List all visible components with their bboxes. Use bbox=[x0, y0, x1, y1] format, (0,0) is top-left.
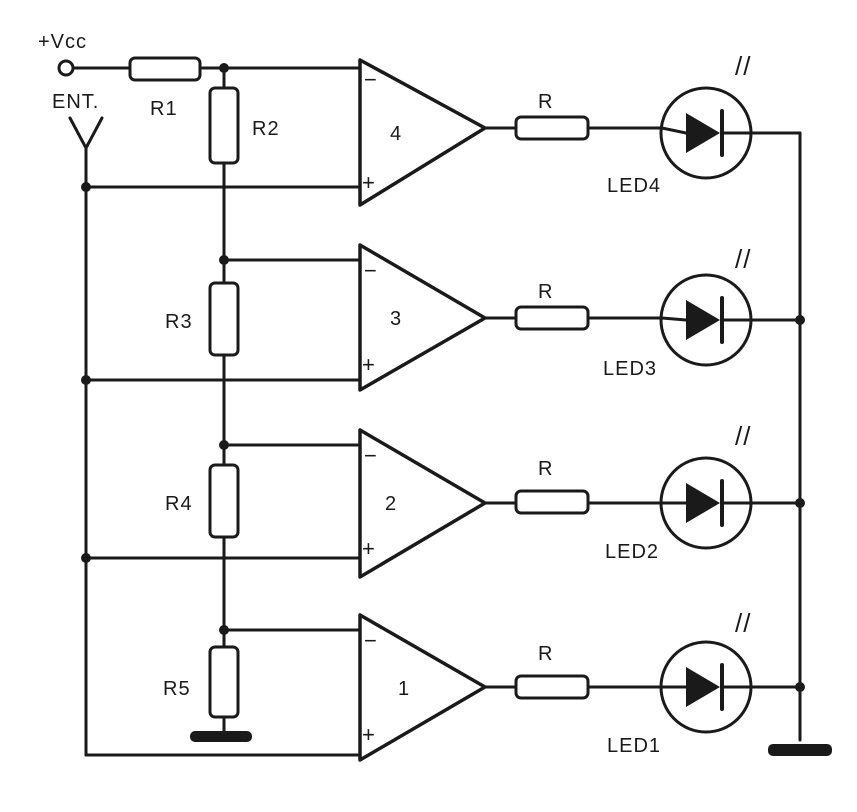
ground-symbol-left bbox=[190, 731, 252, 742]
resistor-r-2 bbox=[514, 489, 590, 515]
stage-1: − + 1 R // LED1 bbox=[84, 608, 805, 762]
op-amp-3-minus: − bbox=[364, 258, 377, 283]
op-amp-1-plus: + bbox=[362, 722, 375, 747]
op-amp-2-label: 2 bbox=[385, 493, 396, 515]
op-amp-4-plus: + bbox=[362, 170, 375, 195]
led-1-label: LED1 bbox=[607, 735, 661, 757]
divider-ladder: R2 R3 R4 R5 bbox=[163, 63, 280, 742]
vcc-terminal: +Vcc bbox=[38, 31, 132, 77]
r3-label: R3 bbox=[165, 311, 193, 333]
op-amp-1-label: 1 bbox=[398, 678, 409, 700]
r1-label: R1 bbox=[150, 98, 178, 120]
resistor-r-2-label: R bbox=[538, 458, 553, 480]
led-3-label: LED3 bbox=[603, 358, 657, 380]
input-label: ENT. bbox=[52, 91, 99, 113]
op-amp-4 bbox=[358, 58, 487, 207]
resistor-r4 bbox=[208, 463, 240, 539]
light-emission-4: // bbox=[735, 51, 751, 81]
ground-symbol-right bbox=[768, 744, 832, 756]
resistor-r5 bbox=[208, 645, 240, 719]
op-amp-1 bbox=[358, 613, 487, 762]
op-amp-1-minus: − bbox=[364, 628, 377, 653]
op-amp-3-plus: + bbox=[362, 352, 375, 377]
stage-3: − + 3 R // LED3 bbox=[81, 243, 805, 392]
r5-label: R5 bbox=[163, 678, 191, 700]
light-emission-3: // bbox=[735, 244, 751, 274]
resistor-r-1 bbox=[514, 674, 590, 700]
input-terminal: ENT. bbox=[52, 91, 104, 757]
resistor-r-1-label: R bbox=[538, 643, 553, 665]
resistor-r3 bbox=[208, 281, 240, 357]
op-amp-3-label: 3 bbox=[390, 308, 401, 330]
led-2-label: LED2 bbox=[605, 541, 659, 563]
resistor-r-3-label: R bbox=[538, 281, 553, 303]
op-amp-2 bbox=[358, 428, 487, 579]
stage-4: − + 4 R // LED4 bbox=[81, 51, 802, 742]
op-amp-4-label: 4 bbox=[390, 123, 401, 145]
resistor-r2 bbox=[208, 86, 240, 165]
light-emission-1: // bbox=[735, 608, 751, 638]
op-amp-2-minus: − bbox=[364, 443, 377, 468]
vcc-label: +Vcc bbox=[38, 31, 87, 53]
light-emission-2: // bbox=[735, 421, 751, 451]
resistor-r-4-label: R bbox=[538, 91, 553, 113]
stage-2: − + 2 R // LED2 bbox=[81, 421, 805, 579]
op-amp-3 bbox=[358, 243, 487, 392]
resistor-r-3 bbox=[514, 305, 590, 331]
resistor-r1: R1 bbox=[128, 56, 362, 120]
r4-label: R4 bbox=[165, 493, 193, 515]
led-4-label: LED4 bbox=[607, 175, 661, 197]
op-amp-2-plus: + bbox=[362, 536, 375, 561]
resistor-r-4 bbox=[514, 115, 590, 141]
op-amp-4-minus: − bbox=[364, 67, 377, 92]
r2-label: R2 bbox=[252, 118, 280, 140]
